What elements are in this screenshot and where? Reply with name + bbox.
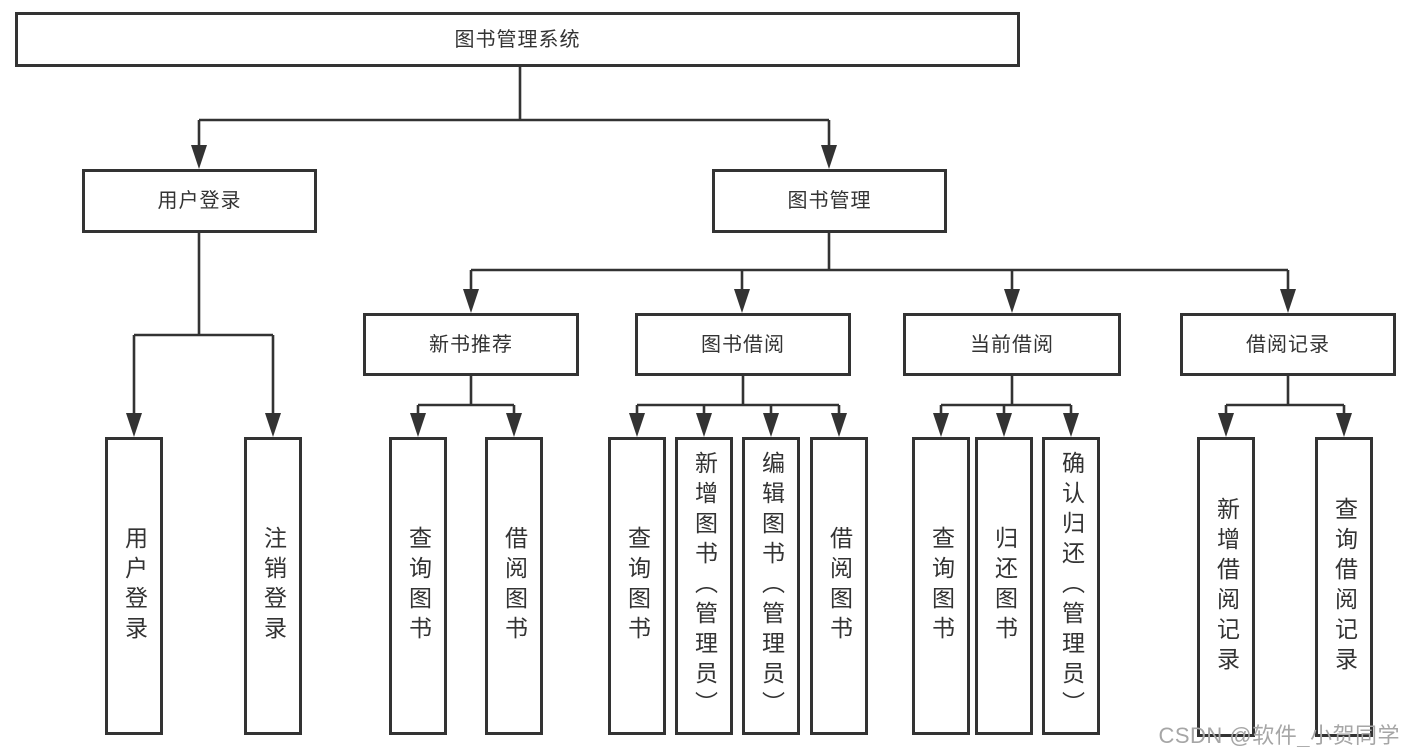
leaf-nbr-borrow-books: 借阅图书: [485, 437, 543, 735]
leaf-cb-return-books: 归还图书: [975, 437, 1033, 735]
leaf-cb-query-books: 查询图书: [912, 437, 970, 735]
node-root: 图书管理系统: [15, 12, 1020, 67]
leaf-bb-edit-books-admin: 编辑图书（管理员）: [742, 437, 800, 735]
leaf-nbr-query-books: 查询图书: [389, 437, 447, 735]
leaf-bb-add-books-admin: 新增图书（管理员）: [675, 437, 733, 735]
leaf-br-add-record: 新增借阅记录: [1197, 437, 1255, 737]
leaf-user-login: 用户登录: [105, 437, 163, 735]
node-book-borrowing: 图书借阅: [635, 313, 851, 376]
node-user-login: 用户登录: [82, 169, 317, 233]
leaf-bb-borrow-books: 借阅图书: [810, 437, 868, 735]
arrowhead-icons: [126, 145, 1352, 437]
node-new-book-recommendation: 新书推荐: [363, 313, 579, 376]
watermark: CSDN @软件_小贺同学: [1158, 723, 1400, 747]
node-current-borrowing: 当前借阅: [903, 313, 1121, 376]
leaf-cb-confirm-return-admin: 确认归还（管理员）: [1042, 437, 1100, 735]
leaf-br-query-record: 查询借阅记录: [1315, 437, 1373, 737]
node-borrowing-records: 借阅记录: [1180, 313, 1396, 376]
leaf-logout: 注销登录: [244, 437, 302, 735]
leaf-bb-query-books: 查询图书: [608, 437, 666, 735]
node-book-management: 图书管理: [712, 169, 947, 233]
